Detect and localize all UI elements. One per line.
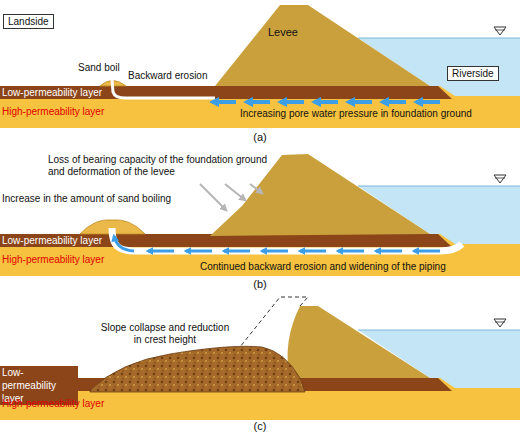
process-label: Backward erosion [128,70,207,82]
layer-label: High-permeability layer [2,254,104,266]
process-label: Continued backward erosion and widening … [200,261,446,273]
layer-label: High-permeability layer [2,106,104,118]
panel-a [0,5,520,128]
process-label: Increasing pore water pressure in founda… [240,108,472,120]
part-label: Sand boil [78,62,120,74]
part-label: Levee [268,26,298,38]
panel-label: (b) [245,278,275,290]
process-label: Loss of bearing capacity of the foundati… [48,154,270,178]
box-text: Landside [8,16,49,27]
side-label-box: Riverside [447,66,499,81]
layer-label: Low-permeability layer [2,234,102,247]
panel-c [0,297,520,420]
panel-b [0,154,520,276]
process-label: Increase in the amount of sand boiling [2,193,171,205]
box-text: Riverside [452,68,494,79]
layer-label: High-permeability layer [2,398,104,410]
layer-label: Low-permeability layer [2,86,102,99]
process-label: Slope collapse and reduction in crest he… [100,322,230,346]
panel-label: (a) [245,131,275,143]
panel-label: (c) [245,420,275,432]
side-label-box: Landside [3,14,54,29]
